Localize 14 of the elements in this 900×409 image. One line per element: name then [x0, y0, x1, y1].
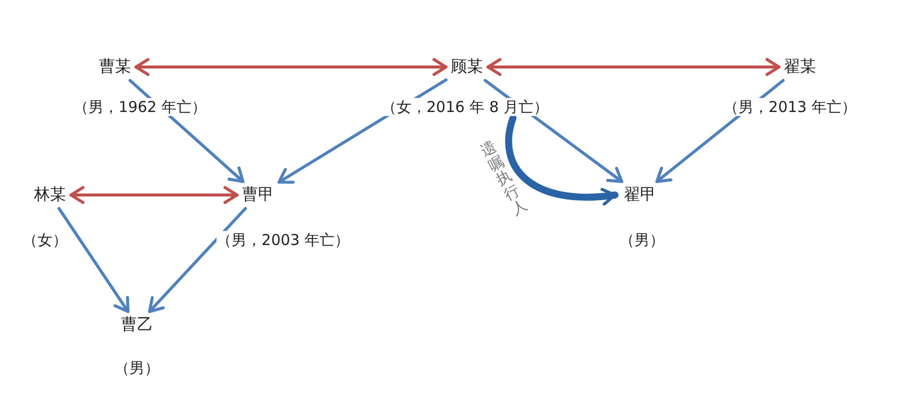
double-arrow [70, 186, 238, 204]
person-name: 曹乙 [119, 314, 155, 336]
person-name: 林某 [32, 184, 68, 206]
arrow [58, 207, 130, 313]
person-name: 顾某 [449, 56, 485, 78]
curved-arrow [505, 114, 618, 206]
double-arrow [486, 58, 780, 76]
person-name: 翟甲 [622, 184, 658, 206]
edge-label: 遗嘱执行人 [478, 138, 530, 218]
double-arrow [134, 58, 448, 76]
person-name: 曹甲 [240, 184, 276, 206]
person-name: 曹某 [97, 56, 133, 78]
arrow [148, 207, 247, 313]
person-name: 翟某 [782, 56, 818, 78]
